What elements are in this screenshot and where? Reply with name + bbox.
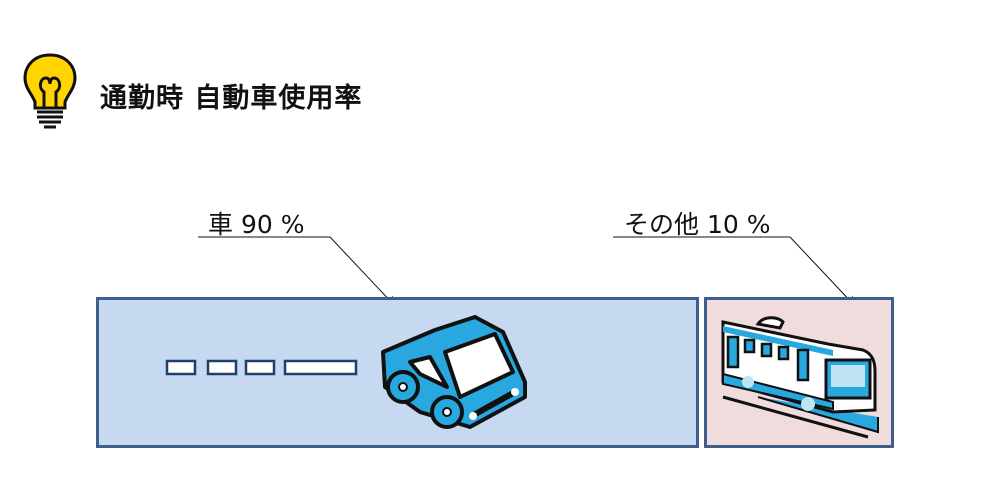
callout-lines	[198, 236, 986, 310]
lightbulb-icon	[23, 53, 77, 129]
car-share-label: 車 90 %	[208, 210, 305, 239]
train-icon	[721, 316, 879, 439]
page-title: 通勤時 自動車使用率	[100, 83, 363, 114]
other-callout-arrow	[789, 236, 855, 306]
motion-dashes	[165, 359, 358, 376]
car-icon	[381, 315, 527, 429]
car-callout-arrow	[329, 236, 395, 306]
other-share-label: その他 10 %	[624, 210, 771, 239]
